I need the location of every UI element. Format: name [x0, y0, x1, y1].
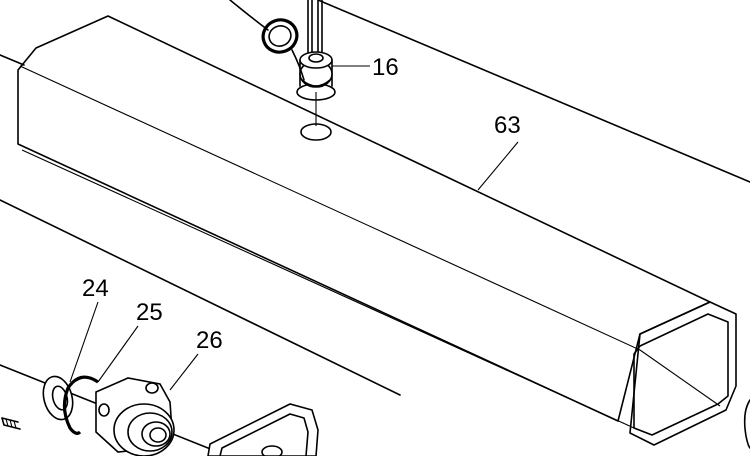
callout-16: 16 — [372, 54, 399, 81]
edge-ring — [743, 399, 750, 449]
bolt — [1, 417, 21, 430]
leader-lines — [69, 65, 519, 391]
washer-24 — [42, 375, 74, 421]
bearing-housing-26 — [95, 377, 175, 456]
callout-25: 25 — [136, 299, 163, 326]
grommet-16 — [296, 51, 336, 101]
flange-plate — [207, 403, 319, 456]
clip-ring — [229, 0, 305, 81]
mounting-hole — [300, 123, 332, 141]
callout-26: 26 — [196, 327, 223, 354]
vertical-pin — [307, 0, 323, 126]
callout-63: 63 — [494, 112, 521, 139]
callout-24: 24 — [82, 275, 109, 302]
snap-ring-25 — [62, 375, 99, 435]
octagonal-tube — [17, 15, 737, 446]
